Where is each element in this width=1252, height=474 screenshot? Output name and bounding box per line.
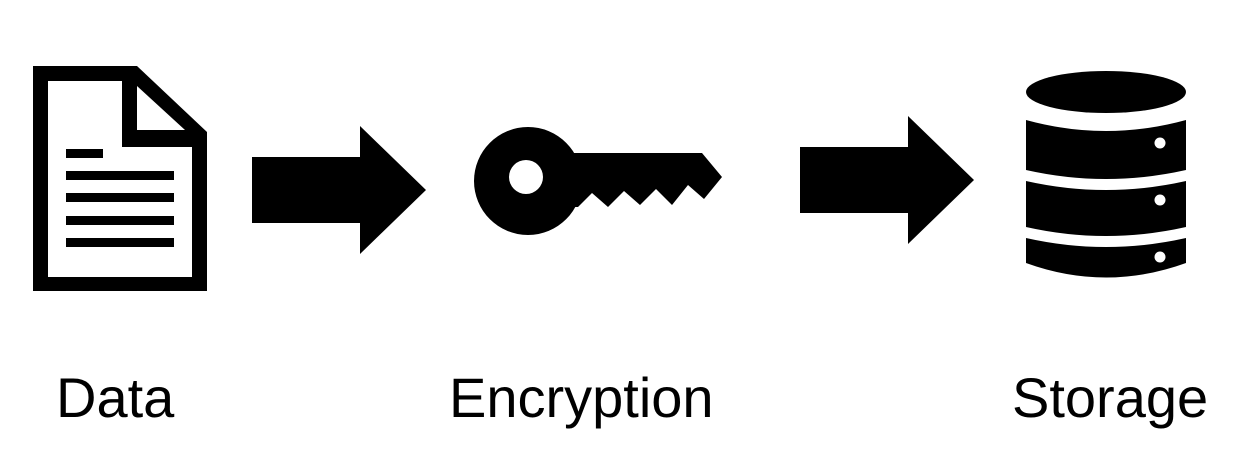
key-icon: [474, 127, 722, 235]
database-icon: [1026, 71, 1186, 278]
document-icon: [33, 66, 207, 291]
step-label-encryption: Encryption: [449, 366, 714, 429]
arrow-right-icon: [800, 116, 974, 244]
step-label-data: Data: [56, 366, 175, 429]
arrow-right-icon: [252, 126, 426, 254]
step-label-storage: Storage: [1012, 366, 1209, 429]
